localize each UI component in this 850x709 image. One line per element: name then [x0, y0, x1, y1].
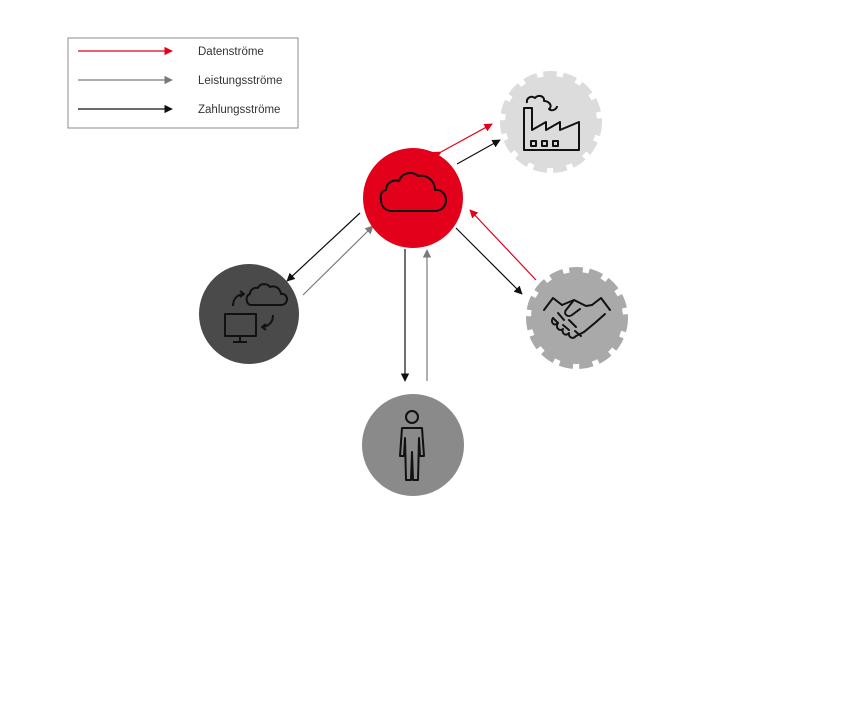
arrow-service-computer-cloud — [302, 225, 374, 296]
person-icon — [399, 410, 425, 481]
computer-cloud-sync-icon — [224, 283, 288, 343]
cloud-node — [363, 148, 463, 248]
arrow-data-cloud-factory — [432, 123, 493, 160]
cloud-icon — [379, 172, 447, 212]
arrow-payment-cloud-factory — [456, 139, 501, 165]
arrow-payment-cloud-handshake — [455, 227, 523, 295]
handshake-node-circle — [531, 272, 623, 364]
person-node — [362, 394, 464, 496]
legend: Datenströme Leistungsströme Zahlungsströ… — [67, 37, 299, 129]
computer-node — [199, 264, 299, 364]
flow-arrows — [286, 123, 537, 382]
legend-item-payment-flow: Zahlungsströme — [78, 104, 280, 116]
factory-icon — [523, 94, 580, 151]
cloud-node-circle — [363, 148, 463, 248]
handshake-node — [526, 267, 628, 369]
handshake-icon — [543, 297, 611, 339]
legend-box — [67, 37, 299, 129]
factory-node — [500, 71, 602, 173]
arrow-payment-cloud-computer — [286, 212, 361, 282]
legend-item-data-flow: Datenströme — [78, 46, 264, 58]
factory-node-circle — [505, 76, 597, 168]
person-node-circle — [362, 394, 464, 496]
legend-label: Zahlungsströme — [198, 104, 280, 116]
arrow-data-handshake-cloud — [469, 209, 537, 281]
legend-label: Leistungsströme — [198, 75, 282, 87]
legend-item-service-flow: Leistungsströme — [78, 75, 282, 87]
legend-label: Datenströme — [198, 46, 264, 58]
